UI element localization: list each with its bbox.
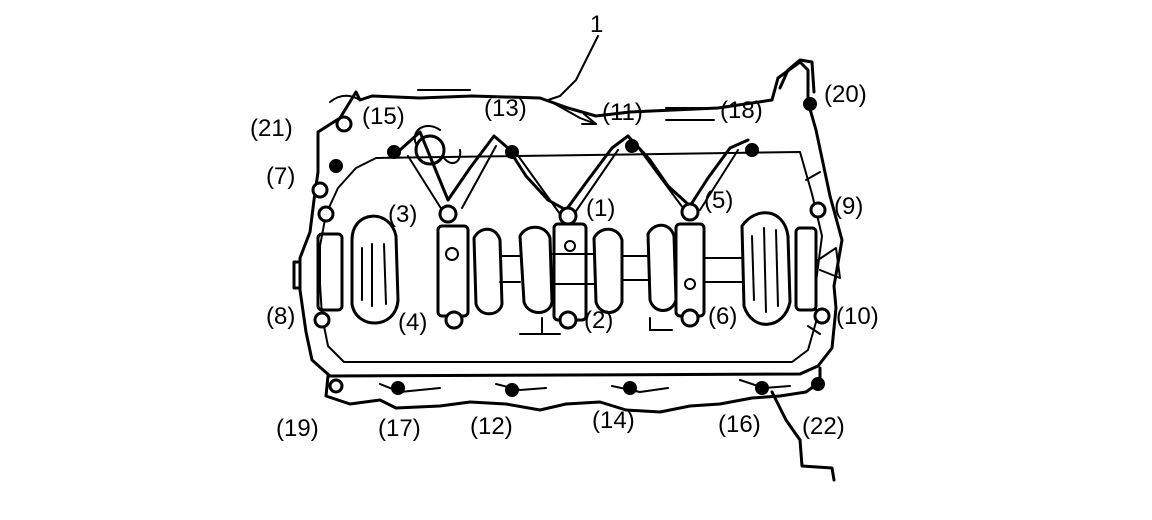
bolt-label-2: (2) bbox=[584, 307, 613, 334]
bolt-label-19: (19) bbox=[276, 415, 319, 442]
bolt-hole-12 bbox=[505, 383, 519, 397]
case-outline bbox=[298, 60, 844, 378]
crank-pins bbox=[499, 253, 743, 285]
bearing-cap-4 bbox=[674, 222, 706, 318]
bottom-right-bracket bbox=[770, 390, 836, 482]
crank-web-3 bbox=[518, 225, 554, 314]
bolt-hole-14 bbox=[623, 381, 637, 395]
bolt-label-1: (1) bbox=[586, 195, 615, 222]
bolt-hole-4 bbox=[444, 310, 464, 330]
bolt-hole-6 bbox=[680, 308, 700, 328]
bolt-hole-2 bbox=[558, 310, 578, 330]
crank-web-rear bbox=[740, 211, 792, 326]
bolt-label-5: (5) bbox=[704, 187, 733, 214]
bolt-label-18: (18) bbox=[720, 97, 763, 124]
bolt-hole-15 bbox=[387, 145, 401, 159]
part-1-leader bbox=[547, 35, 599, 125]
bolt-label-15: (15) bbox=[362, 103, 405, 130]
right-side-bosses bbox=[805, 171, 841, 335]
bolt-label-22: (22) bbox=[802, 413, 845, 440]
bolt-label-9: (9) bbox=[834, 193, 863, 220]
bolt-label-16: (16) bbox=[718, 411, 761, 438]
bearing-cap-5 bbox=[794, 226, 818, 312]
bolt-label-14: (14) bbox=[592, 407, 635, 434]
bolt-hole-20 bbox=[803, 97, 817, 111]
bolt-label-12: (12) bbox=[470, 413, 513, 440]
upper-rib-left bbox=[398, 130, 568, 212]
bearing-cap-1 bbox=[316, 232, 344, 312]
bolt-hole-13 bbox=[505, 145, 519, 159]
bolt-label-11: (11) bbox=[602, 99, 643, 126]
crank-web-rear-inner bbox=[751, 227, 779, 313]
lower-rail-bosses bbox=[379, 379, 791, 393]
bolt-hole-16 bbox=[755, 381, 769, 395]
bolt-hole-1 bbox=[558, 206, 578, 226]
bolt-hole-5 bbox=[680, 202, 700, 222]
bolt-label-17: (17) bbox=[378, 415, 421, 442]
crankshaft bbox=[350, 211, 792, 326]
part-1-leader-arrow bbox=[581, 113, 597, 125]
bolt-label-3: (3) bbox=[388, 201, 417, 228]
bolt-label-4: (4) bbox=[398, 309, 427, 336]
bearing-cap-2 bbox=[436, 224, 470, 318]
bolt-label-7: (7) bbox=[266, 163, 295, 190]
oil-pump-detail bbox=[413, 125, 462, 165]
cap-markings bbox=[445, 240, 696, 335]
crank-web-4 bbox=[592, 227, 624, 314]
oil-pump-boss bbox=[414, 134, 446, 166]
crank-web-front bbox=[350, 214, 400, 325]
rib-inner-lines bbox=[407, 145, 739, 215]
bolt-hole-18 bbox=[745, 143, 759, 157]
bolt-hole-22 bbox=[811, 377, 825, 391]
crank-web-2 bbox=[472, 227, 504, 316]
bolt-label-20: (20) bbox=[824, 81, 867, 108]
top-left-detail bbox=[329, 89, 715, 121]
callout-labels: 1 (1) (2) (3) (4) (5) (6) (7) (8) (9) (1… bbox=[250, 11, 879, 442]
bolt-label-10: (10) bbox=[836, 303, 879, 330]
bolt-label-13: (13) bbox=[484, 95, 527, 122]
top-right-tab bbox=[778, 58, 816, 94]
bolt-label-6: (6) bbox=[708, 303, 737, 330]
bolt-holes bbox=[311, 97, 831, 397]
bolt-hole-21b bbox=[329, 159, 343, 173]
bolt-hole-8 bbox=[313, 311, 331, 329]
bolt-hole-10 bbox=[813, 307, 831, 325]
bolt-hole-7b bbox=[317, 205, 335, 223]
case-inner-flange bbox=[319, 151, 823, 363]
bolt-label-21: (21) bbox=[250, 115, 293, 142]
bolt-hole-3 bbox=[438, 204, 458, 224]
crank-web-front-inner bbox=[361, 243, 387, 307]
bolt-hole-19 bbox=[328, 378, 344, 394]
bolt-label-8: (8) bbox=[266, 303, 295, 330]
upper-rib-right bbox=[564, 134, 750, 212]
bearing-cap-3 bbox=[552, 222, 588, 322]
bolt-hole-11 bbox=[625, 139, 639, 153]
bolt-hole-21 bbox=[335, 115, 353, 133]
bolt-hole-17 bbox=[391, 381, 405, 395]
bolt-hole-7 bbox=[311, 181, 329, 199]
crank-web-5 bbox=[646, 223, 678, 312]
part-label-1: 1 bbox=[590, 11, 603, 38]
front-snout bbox=[292, 260, 302, 290]
bolt-hole-9 bbox=[809, 201, 827, 219]
